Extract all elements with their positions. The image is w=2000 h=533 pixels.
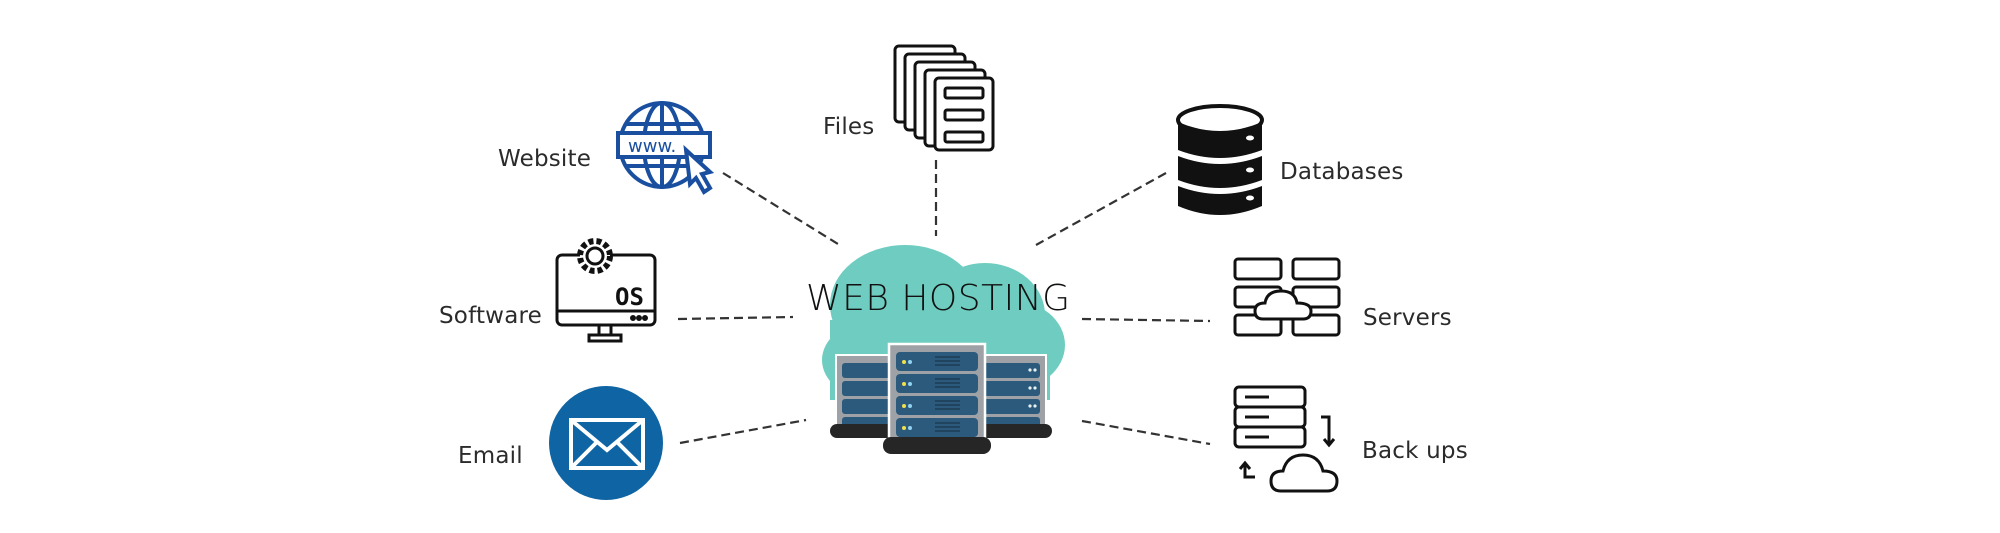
diagram-title: WEB HOSTING	[806, 278, 1071, 319]
connector-servers	[1081, 317, 1211, 323]
monitor-os-gear-icon: OS	[555, 238, 657, 343]
globe-www-cursor-icon: www.	[616, 101, 715, 195]
connector-databases	[1035, 172, 1167, 246]
node-label-website: Website	[498, 146, 592, 172]
node-label-backups: Back ups	[1362, 438, 1468, 464]
connector-website	[722, 172, 839, 245]
database-cylinder-icon	[1176, 104, 1264, 215]
connector-software	[677, 315, 794, 321]
svg-text:www.: www.	[628, 136, 676, 157]
rack-center	[883, 342, 991, 454]
stacked-documents-icon	[893, 44, 995, 152]
server-grid-cloud-icon	[1233, 257, 1341, 337]
rack-right	[972, 354, 1052, 438]
connector-email	[679, 418, 807, 445]
node-label-servers: Servers	[1363, 305, 1452, 331]
connectors	[677, 160, 1211, 446]
node-label-databases: Databases	[1280, 159, 1404, 185]
server-cloud-sync-icon	[1233, 385, 1339, 493]
node-label-files: Files	[823, 114, 875, 140]
connector-backups	[1081, 419, 1211, 446]
cloud-server-rack-icon	[822, 245, 1065, 454]
node-label-email: Email	[458, 443, 523, 469]
node-label-software: Software	[439, 303, 542, 329]
envelope-circle-icon	[549, 386, 663, 500]
svg-text:OS: OS	[615, 283, 644, 311]
